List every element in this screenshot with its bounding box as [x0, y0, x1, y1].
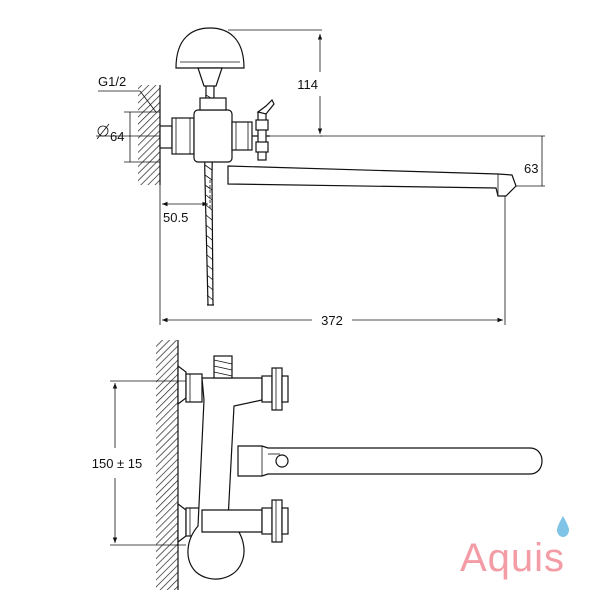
dim-114: 114	[297, 77, 318, 92]
brand-name: Aquis	[460, 536, 565, 580]
handle-upper	[261, 367, 289, 411]
dim-diameter: 64	[110, 129, 124, 144]
handle-lower	[261, 499, 289, 543]
bottom-view: 150 ± 15	[92, 340, 543, 590]
dim-63: 63	[524, 161, 538, 176]
wall-hatch-bottom	[156, 340, 178, 590]
spout-bottom	[237, 445, 543, 477]
top-view: 114 63 G1/2 64 50.5 372	[96, 27, 545, 328]
eccentric-nut	[171, 117, 195, 155]
mixer-body	[193, 109, 233, 163]
mixer-body-bottom	[187, 377, 263, 580]
shower-head	[175, 27, 245, 69]
dim-length: 372	[321, 313, 343, 328]
brand-logo: Aquis	[460, 516, 569, 580]
water-drop-icon	[557, 516, 569, 537]
dim-thread: G1/2	[98, 74, 126, 89]
dim-offset: 50.5	[163, 210, 188, 225]
cross-handle	[252, 98, 275, 161]
spout	[227, 165, 517, 197]
dim-spacing: 150 ± 15	[92, 456, 143, 471]
wall-hatch	[138, 85, 160, 185]
